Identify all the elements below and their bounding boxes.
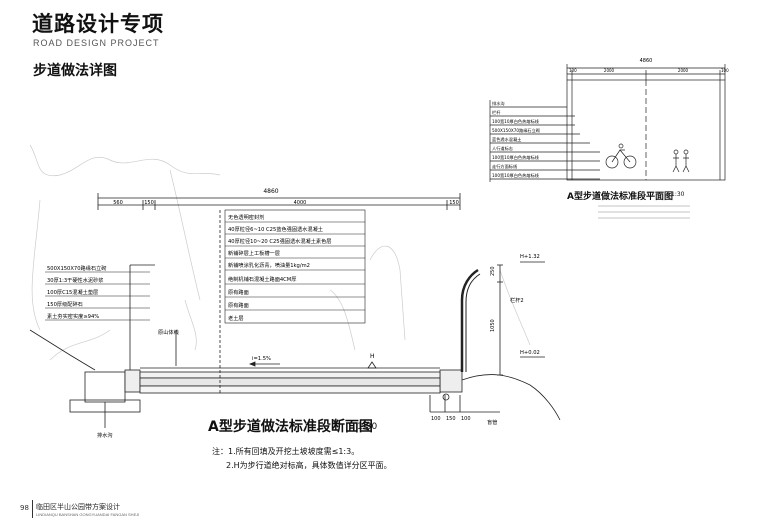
layer-right-7: 原有路面 [228, 288, 249, 296]
page-number: 98 [20, 504, 29, 512]
section-dim-2: 150 [144, 200, 154, 206]
layer-left-1: 500X150X70路缘石立砌 [47, 264, 106, 272]
dim-250: 250 [490, 266, 496, 276]
section-dim-1: 560 [113, 200, 123, 206]
plan-label-3: 100宽10厚白色热熔标线 [492, 118, 540, 125]
section-dim-4: 150 [449, 200, 459, 206]
footer-divider [32, 500, 33, 518]
layer-left-3: 100厚C15混凝土垫层 [47, 288, 98, 296]
plan-dim-4: 100 [721, 68, 729, 73]
layer-left-5: 素土夯实密实度≥94% [47, 312, 99, 320]
note-2: 2.H为步行道绝对标高，具体数值详分区平面。 [226, 461, 392, 470]
layer-right-9: 老土层 [228, 314, 244, 322]
dim-1050: 1050 [490, 319, 496, 332]
plan-label-5: 蓝色透水混凝土 [492, 136, 521, 143]
layer-left-2: 30厚1:3干硬性水泥砂浆 [47, 276, 103, 284]
plan-label-1: 排水沟 [492, 100, 505, 107]
plan-label-6: 人行道标志 [492, 145, 513, 152]
plan-dim-total: 4860 [640, 58, 653, 64]
background-sketch [29, 144, 531, 361]
plan-label-2: 栏杆 [492, 109, 501, 116]
layers-left: 500X150X70路缘石立砌 30厚1:3干硬性水泥砂浆 100厚C15混凝土… [47, 264, 106, 320]
layer-right-4: 新铺碎层上工板槽一层 [228, 249, 280, 257]
label-drain: 排水沟 [97, 431, 113, 439]
page-title: 道路设计专项 [32, 12, 164, 36]
label-slope: i=1.5% [252, 356, 271, 362]
layers-right: 无色透明密封剂 40厚粒径6~10 C25蓝色强固透水混凝土 40厚粒径10~2… [228, 213, 331, 322]
plan-label-8: 走行方面标线 [492, 163, 518, 170]
footer-title: 临田区半山公园带方案设计 [36, 503, 120, 511]
plan-scale: 1:30 [671, 191, 685, 198]
label-h002: H+0.02 [520, 350, 540, 356]
plan-dim-3: 2000 [678, 68, 689, 73]
label-guard: 原山体线 [158, 328, 179, 336]
plan-labels: 排水沟 栏杆 100宽10厚白色热熔标线 500X150X70路缘石立砌 蓝色透… [492, 100, 540, 179]
section-dim-total: 4860 [263, 188, 278, 195]
plan-dim-2: 2000 [604, 68, 615, 73]
section-dim-3: 4000 [294, 200, 307, 206]
label-h132: H+1.32 [520, 254, 540, 260]
layer-right-3: 40厚粒径10~20 C25强固透水混凝土素色层 [228, 237, 331, 245]
layer-right-5: 新铺喷涂乳化沥青，喷油量1kg/m2 [228, 261, 310, 269]
plan-label-9: 100宽10厚白色热熔标线 [492, 172, 540, 179]
layer-left-4: 150厚级配碎石 [47, 300, 83, 308]
plan-notes-lines [598, 205, 690, 219]
section-drawing [29, 193, 561, 428]
layer-right-8: 原有路面 [228, 301, 249, 309]
label-pipe: 盲管 [487, 418, 497, 426]
section-scale: 1:30 [357, 422, 378, 432]
plan-drawing [489, 64, 726, 182]
section-subtitle: 步道做法详图 [33, 63, 117, 79]
plan-caption: A型步道做法标准段平面图 [567, 192, 673, 202]
layer-table [45, 209, 366, 324]
label-rail: 栏杆2 [510, 296, 524, 304]
layer-right-6: 绝制机铺石混凝土路面4CM厚 [228, 275, 296, 283]
plan-label-4: 500X150X70路缘石立砌 [492, 127, 540, 134]
dim-100: 100 [431, 416, 441, 422]
layer-right-2: 40厚粒径6~10 C25蓝色强固透水混凝土 [228, 225, 323, 233]
plan-label-7: 100宽10厚白色热熔标线 [492, 154, 540, 161]
layer-right-1: 无色透明密封剂 [228, 213, 264, 221]
note-1: 注：1.所有回填及开挖土坡坡度需≤1:3。 [212, 447, 360, 456]
dim-150b: 150 [446, 416, 456, 422]
footer-title-en: LINDIANQU BANSHAN GONGYUANDAI FANGAN SHE… [36, 512, 140, 517]
dim-100b: 100 [461, 416, 471, 422]
page-title-en: ROAD DESIGN PROJECT [33, 38, 160, 48]
plan-dim-1: 100 [569, 68, 577, 73]
section-caption: A型步道做法标准段断面图 [208, 419, 373, 435]
label-h: H [370, 353, 375, 360]
